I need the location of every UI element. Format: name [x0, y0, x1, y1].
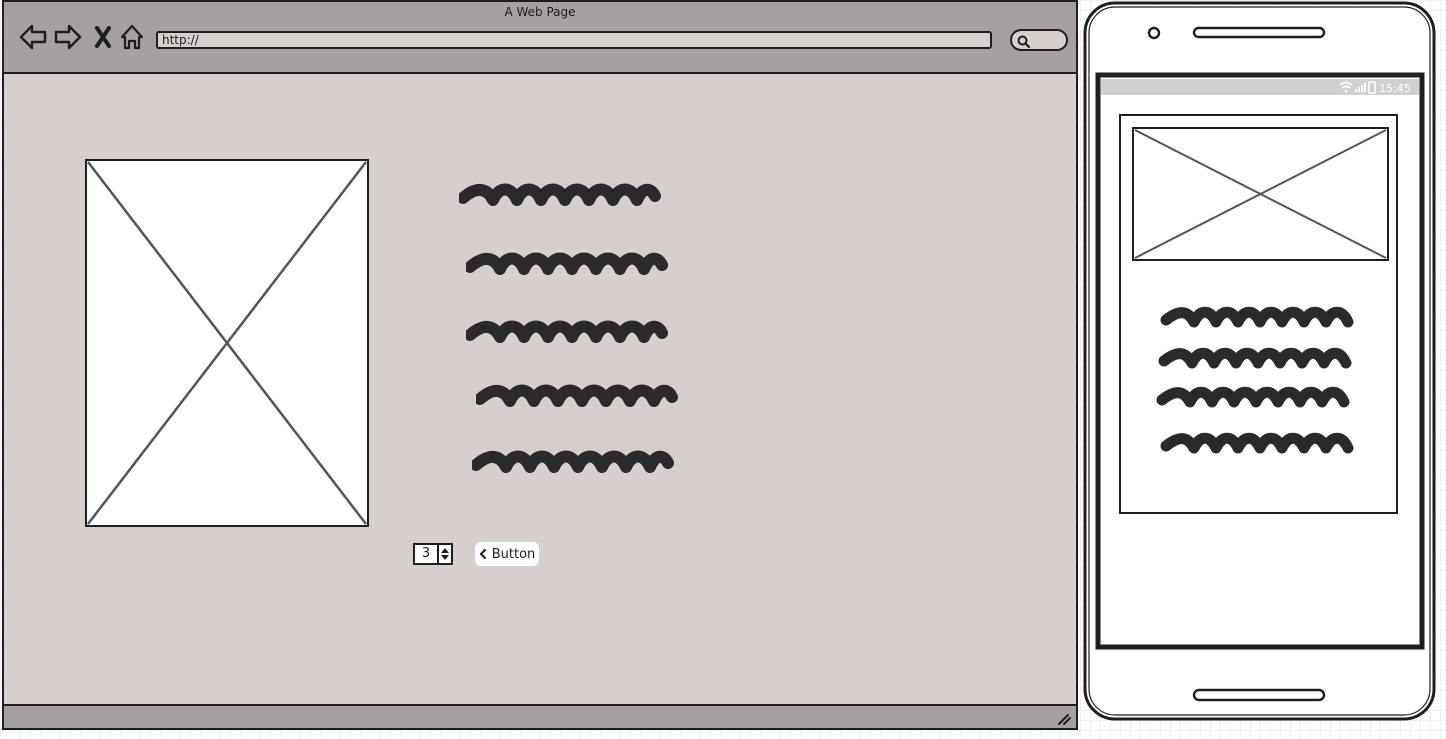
close-icon[interactable]	[92, 22, 122, 52]
phone-text-line	[1156, 386, 1350, 408]
chevron-left-icon	[479, 548, 486, 560]
home-icon[interactable]	[118, 22, 148, 52]
phone-frame: 15:45	[1083, 1, 1436, 721]
phone-image-placeholder	[1132, 127, 1389, 261]
stepper-value[interactable]: 3	[421, 546, 431, 561]
text-line	[476, 384, 678, 407]
search-icon	[1017, 35, 1031, 49]
status-time: 15:45	[1379, 82, 1411, 95]
resize-grip-icon[interactable]	[1056, 712, 1072, 726]
back-button[interactable]: Button	[475, 542, 539, 566]
signal-icon	[1355, 83, 1366, 92]
camera-icon	[1147, 26, 1161, 40]
speaker-icon	[1192, 26, 1326, 39]
back-icon[interactable]	[18, 22, 48, 52]
status-bar	[4, 704, 1076, 728]
address-bar[interactable]: http://	[156, 31, 992, 49]
phone-text-line	[1158, 347, 1352, 369]
wifi-icon	[1339, 81, 1353, 93]
phone-text-line	[1160, 432, 1354, 454]
browser-toolbar: A Web Page http://	[4, 2, 1076, 74]
image-placeholder	[85, 159, 369, 527]
battery-icon	[1368, 81, 1376, 94]
text-line	[472, 450, 674, 473]
text-line	[466, 320, 668, 343]
button-label: Button	[491, 546, 536, 562]
forward-icon[interactable]	[53, 22, 83, 52]
window-title: A Web Page	[504, 5, 576, 19]
text-line	[459, 183, 661, 206]
browser-window: A Web Page http://	[2, 0, 1078, 730]
quantity-stepper[interactable]: 3	[413, 543, 453, 565]
text-line	[466, 252, 668, 275]
stepper-arrows[interactable]	[437, 545, 451, 563]
search-field[interactable]	[1010, 29, 1068, 51]
phone-text-line	[1160, 306, 1354, 328]
home-button-icon	[1192, 688, 1326, 702]
